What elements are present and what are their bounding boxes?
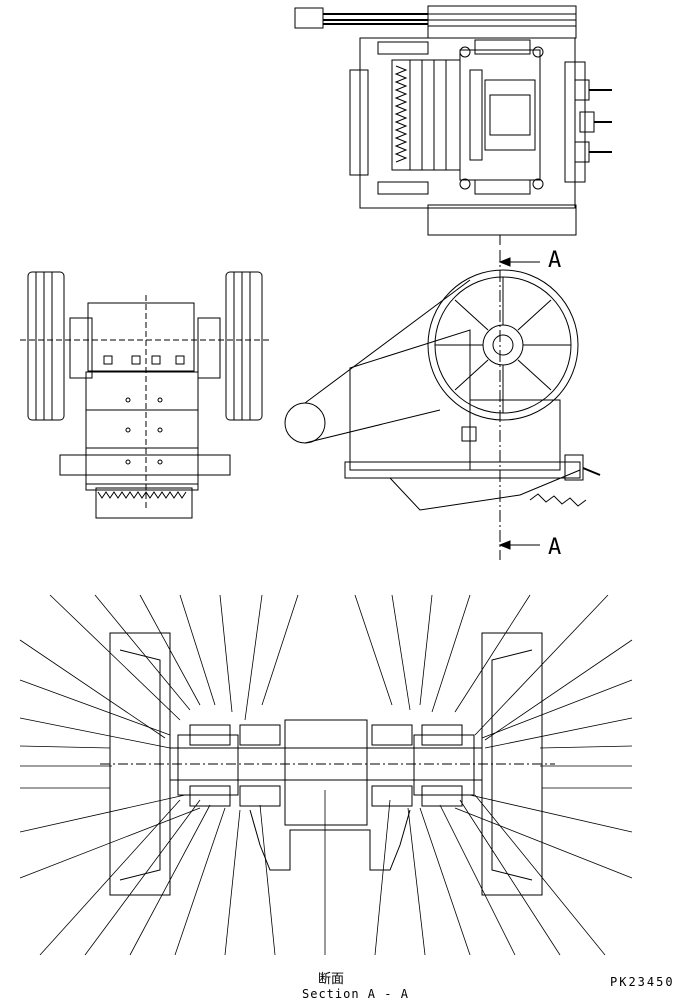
section-a-a-view <box>19 594 633 956</box>
drawing-code: PK23450 <box>610 975 675 989</box>
section-marker-bottom: A <box>548 535 562 560</box>
leader-lines <box>19 594 633 956</box>
top-view <box>294 5 612 245</box>
caption-japanese: 断面 <box>318 972 345 987</box>
section-marker-top: A <box>548 248 562 273</box>
front-view <box>20 271 270 519</box>
caption-section-title: Section A - A <box>302 987 409 1001</box>
side-view <box>284 250 601 560</box>
